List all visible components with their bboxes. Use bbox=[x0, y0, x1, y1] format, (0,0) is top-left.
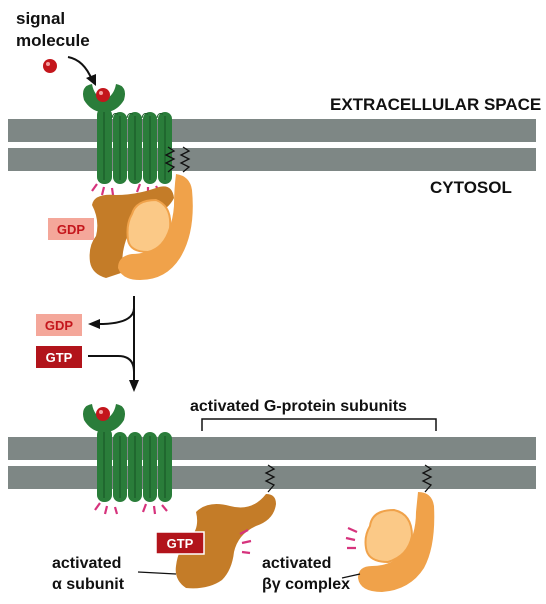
gtp-chip-bound bbox=[155, 531, 205, 555]
signal-molecule-free bbox=[43, 59, 57, 73]
signal-molecule-label-line2: molecule bbox=[16, 31, 90, 50]
binding-arrow bbox=[67, 56, 93, 81]
signal-molecule-highlight bbox=[46, 62, 50, 66]
gtp-chip-incoming bbox=[36, 346, 82, 368]
g-protein-trimer-top: GDP bbox=[48, 174, 193, 280]
plasma-membrane-top bbox=[8, 119, 536, 171]
alpha-subunit-body bbox=[175, 494, 276, 589]
gamma-beta-outer-top bbox=[118, 174, 193, 280]
alpha-leader-line bbox=[137, 571, 177, 575]
gpcr-receptor-bottom bbox=[83, 404, 172, 502]
nucleotide-exchange: GDP GTP bbox=[36, 296, 139, 392]
gdp-released-label: GDP bbox=[45, 318, 74, 333]
membrane-inner-layer-top bbox=[8, 148, 536, 171]
activated-subunits-label: activated G-protein subunits bbox=[190, 398, 407, 415]
betagamma-activity-marks bbox=[345, 526, 358, 550]
activated-alpha-label-line2: α subunit bbox=[52, 576, 125, 593]
plasma-membrane-bottom bbox=[8, 437, 536, 489]
activated-subunits-bracket bbox=[201, 418, 437, 431]
beta-subunit-top bbox=[126, 198, 172, 254]
alpha-activity-marks bbox=[239, 529, 252, 555]
activated-betagamma-label-line2: βγ complex bbox=[262, 576, 350, 593]
extracellular-space-label: EXTRACELLULAR SPACE bbox=[330, 95, 541, 114]
gpcr-receptor-top bbox=[83, 84, 172, 184]
activated-alpha-label-line1: activated bbox=[52, 555, 121, 572]
membrane-outer-layer-top bbox=[8, 119, 536, 142]
binding-arrowhead bbox=[86, 74, 96, 86]
lipid-anchors-top bbox=[164, 146, 191, 173]
gdp-chip-bound bbox=[48, 218, 94, 240]
gdp-chip-released bbox=[36, 314, 82, 336]
betagamma-lipid-anchor bbox=[421, 464, 433, 493]
receptor-activity-marks-bottom bbox=[94, 502, 168, 515]
alpha-lipid-anchor bbox=[264, 464, 276, 493]
betagamma-leader-line bbox=[341, 573, 361, 579]
gtp-incoming-label: GTP bbox=[46, 350, 73, 365]
activated-betagamma-complex bbox=[345, 464, 435, 592]
membrane-outer-layer-bottom bbox=[8, 437, 536, 460]
gtp-bound-label: GTP bbox=[167, 536, 194, 551]
signal-molecule-label-line1: signal bbox=[16, 9, 65, 28]
signal-molecule-bound bbox=[96, 88, 110, 102]
gdp-bound-label: GDP bbox=[57, 222, 86, 237]
activated-alpha-subunit: GTP bbox=[155, 464, 276, 589]
gamma-subunit-bottom bbox=[358, 492, 435, 592]
cytosol-label: CYTOSOL bbox=[430, 178, 512, 197]
activated-betagamma-label-line1: activated bbox=[262, 555, 331, 572]
signal-molecule-bound-bottom bbox=[96, 407, 110, 421]
beta-subunit-bottom bbox=[364, 508, 414, 564]
